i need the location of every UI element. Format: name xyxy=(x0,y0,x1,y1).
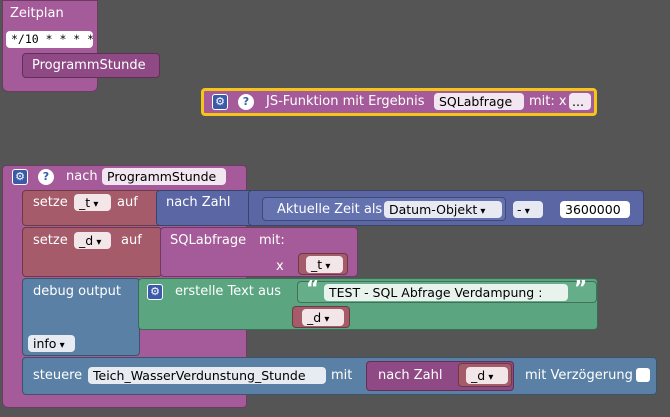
js-function-label: JS-Funktion mit Ergebnis xyxy=(266,94,425,109)
number-field[interactable]: 3600000 xyxy=(560,201,630,218)
help-icon[interactable]: ? xyxy=(38,169,54,185)
function-call-with: mit: xyxy=(259,233,285,248)
gear-icon[interactable]: ⚙ xyxy=(212,94,228,110)
text-literal-field[interactable]: TEST - SQL Abfrage Verdampung : xyxy=(324,284,568,301)
cron-field[interactable]: */10 * * * * xyxy=(6,31,94,48)
gear-icon[interactable]: ⚙ xyxy=(147,284,163,300)
control-with-label: mit xyxy=(331,368,353,383)
control-target-field[interactable]: Teich_WasserVerdunstung_Stunde xyxy=(88,367,326,384)
schedule-title: Zeitplan xyxy=(10,6,64,21)
procedure-name-field[interactable]: ProgrammStunde xyxy=(102,168,226,185)
time-format-dropdown[interactable]: Datum-Objekt xyxy=(384,201,502,218)
quote-close-icon: ” xyxy=(574,276,588,300)
param-x-label: x xyxy=(276,259,284,274)
js-function-params: mit: x xyxy=(529,94,567,109)
variable-dropdown-d[interactable]: _d xyxy=(74,232,111,249)
create-text-label: erstelle Text aus xyxy=(175,284,281,299)
variable-dropdown-text[interactable]: _d xyxy=(302,309,344,326)
procedure-nach-label: nach xyxy=(66,169,98,184)
procedure-call-label: ProgrammStunde xyxy=(32,58,146,73)
delay-checkbox[interactable] xyxy=(636,368,650,382)
function-call-label: SQLabfrage xyxy=(170,233,247,248)
to-number-label: nach Zahl xyxy=(166,195,231,210)
to-number-block[interactable] xyxy=(156,190,256,226)
variable-dropdown-t[interactable]: _t xyxy=(74,194,111,211)
quote-open-icon: “ xyxy=(306,276,320,300)
log-level-dropdown[interactable]: info xyxy=(28,335,75,352)
set-label: setze xyxy=(33,195,68,210)
js-function-block[interactable] xyxy=(201,88,597,116)
set-label: setze xyxy=(33,233,68,248)
js-function-more[interactable]: ... xyxy=(569,93,591,110)
operator-dropdown[interactable]: - xyxy=(513,201,543,218)
gear-icon[interactable]: ⚙ xyxy=(12,169,28,185)
debug-output-label: debug output xyxy=(33,284,122,299)
delay-label: mit Verzögerung xyxy=(525,368,633,383)
set-variable-block-d[interactable] xyxy=(22,227,162,277)
current-time-label: Aktuelle Zeit als xyxy=(277,202,383,217)
auf-label: auf xyxy=(121,233,142,248)
procedure-call-block[interactable] xyxy=(22,53,160,78)
variable-dropdown-control[interactable]: _d xyxy=(466,367,508,384)
control-label: steuere xyxy=(33,368,83,383)
to-number-label: nach Zahl xyxy=(378,368,443,383)
variable-dropdown-arg[interactable]: _t xyxy=(306,256,343,273)
js-function-name[interactable]: SQLabfrage xyxy=(434,93,524,110)
auf-label: auf xyxy=(117,195,138,210)
help-icon[interactable]: ? xyxy=(238,94,254,110)
